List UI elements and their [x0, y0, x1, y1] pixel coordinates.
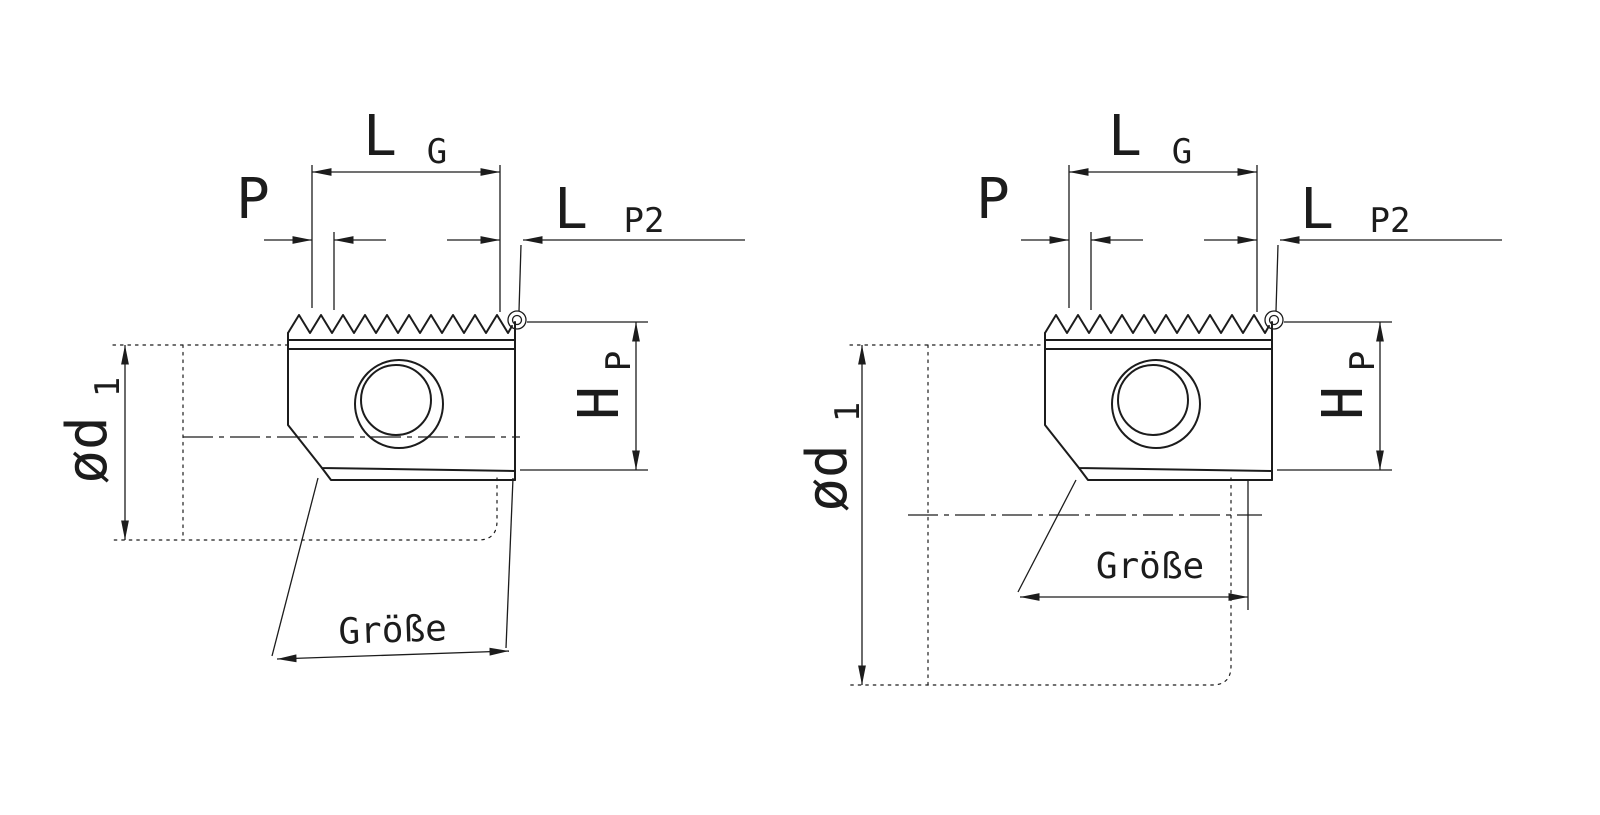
label-lg-sub: G — [427, 132, 447, 172]
holder-outline-dashed — [112, 344, 498, 541]
label-lp2-main: L — [554, 177, 588, 242]
insert-left-bottom-edge — [287, 332, 516, 472]
dimension-hp: H P — [1277, 321, 1392, 471]
dimension-lg: L G — [311, 104, 501, 312]
label-d1-sub: 1 — [88, 377, 128, 397]
mounting-hole-outer — [1111, 359, 1201, 449]
label-p: P — [236, 167, 270, 232]
dimension-d1: ød 1 — [55, 345, 129, 540]
dimension-lg: L G — [1068, 104, 1258, 312]
dimension-p: P — [236, 167, 386, 310]
dimension-lp2: L P2 — [447, 177, 745, 312]
thread-profile — [287, 314, 513, 334]
label-groesse: Größe — [1096, 546, 1204, 587]
mounting-hole-inner — [1117, 364, 1189, 436]
corner-radius-marker — [507, 310, 527, 330]
corner-radius-marker-inner — [511, 314, 523, 326]
thread-profile — [1044, 314, 1270, 334]
insert-lower-edge — [321, 467, 516, 481]
right-view: L G P L P2 H P ød — [795, 104, 1502, 686]
label-d1-main: ød — [55, 416, 120, 483]
corner-radius-marker-inner — [1268, 314, 1280, 326]
label-hp-main: H — [567, 386, 632, 420]
dimension-hp: H P — [520, 321, 648, 471]
label-groesse: Größe — [338, 608, 448, 653]
label-lp2-sub: P2 — [1370, 201, 1411, 241]
label-hp-main: H — [1311, 386, 1376, 420]
left-view: L G P L P2 H P ød — [55, 104, 745, 663]
corner-radius-marker — [1264, 310, 1284, 330]
mounting-hole-outer — [354, 359, 444, 449]
label-lp2-sub: P2 — [624, 201, 665, 241]
dimension-lp2: L P2 — [1204, 177, 1502, 312]
label-p: P — [976, 167, 1010, 232]
insert-body — [1044, 310, 1284, 481]
label-lg-main: L — [1108, 104, 1142, 169]
label-lp2-main: L — [1300, 177, 1334, 242]
label-lg-main: L — [363, 104, 397, 169]
label-lg-sub: G — [1172, 132, 1192, 172]
mounting-hole-inner — [360, 364, 432, 436]
insert-lower-edge — [1078, 467, 1273, 481]
dimension-groesse: Größe — [271, 477, 514, 663]
label-d1-sub: 1 — [828, 402, 868, 422]
dimension-groesse: Größe — [1017, 479, 1249, 610]
holder-outline-dashed — [849, 344, 1232, 686]
dimension-d1: ød 1 — [795, 345, 868, 685]
label-d1-main: ød — [795, 444, 860, 511]
label-hp-sub: P — [599, 351, 639, 371]
insert-body — [287, 310, 527, 481]
dimension-p: P — [976, 167, 1143, 310]
insert-left-bottom-edge — [1044, 332, 1273, 472]
label-hp-sub: P — [1343, 351, 1383, 371]
